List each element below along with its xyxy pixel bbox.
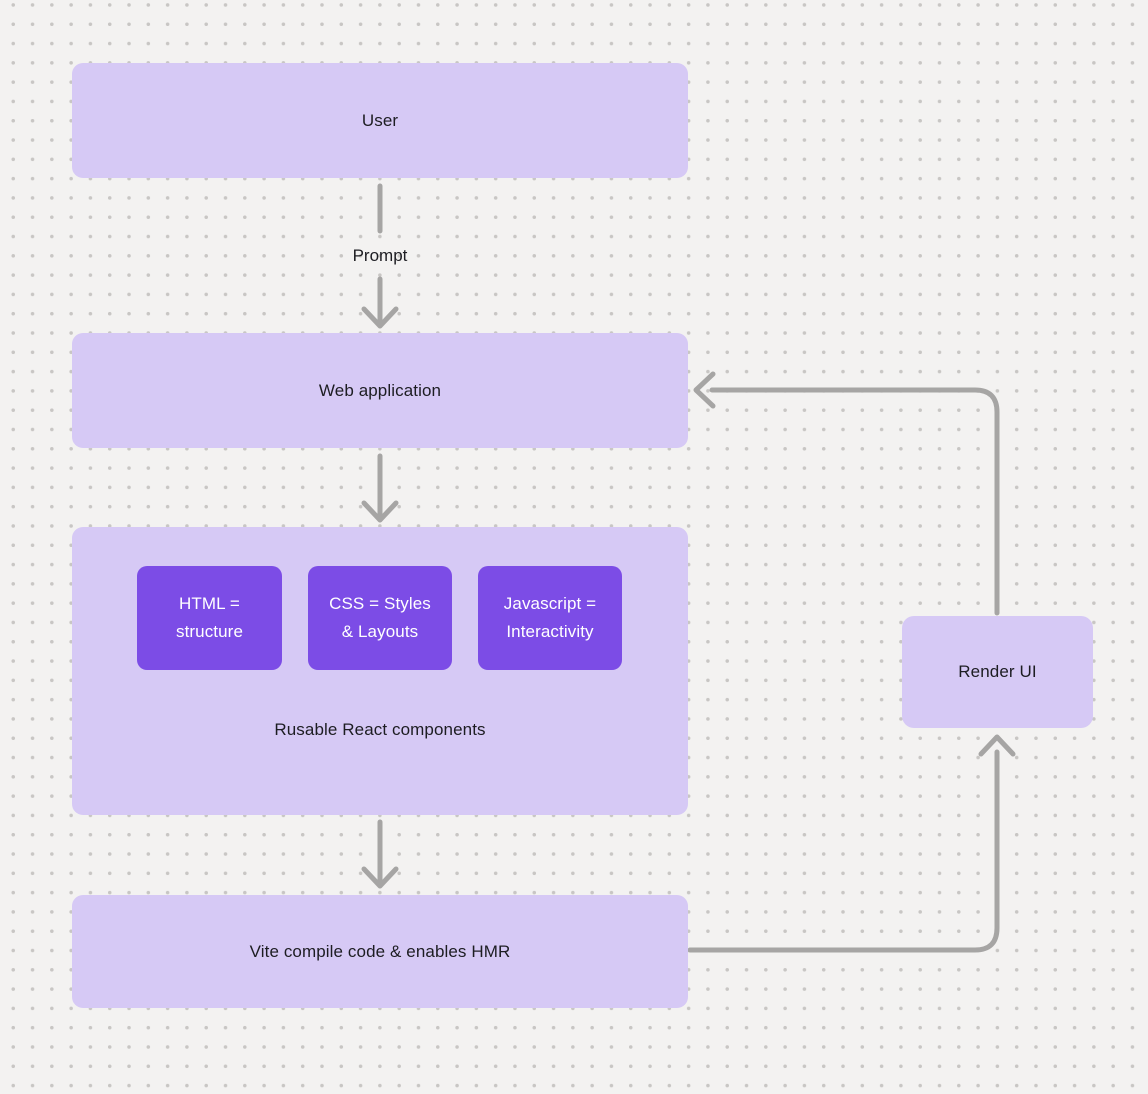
chip-javascript-label: Javascript = Interactivity	[503, 594, 597, 641]
node-web-application-label: Web application	[318, 380, 442, 400]
edge-webapp-to-components-arrowhead	[361, 500, 399, 523]
edge-vite-to-renderui-arrowhead	[978, 734, 1016, 757]
node-vite-label: Vite compile code & enables HMR	[249, 941, 511, 961]
node-components-group-label: Rusable React components	[274, 720, 486, 739]
edge-prompt-label: Prompt	[352, 246, 408, 265]
chip-css-label: CSS = Styles & Layouts	[329, 594, 431, 641]
edge-renderui-to-webapp-stem	[709, 387, 1000, 616]
edge-components-to-vite-arrowhead	[361, 866, 399, 889]
node-user-label: User	[361, 110, 399, 130]
edge-vite-to-renderui-stem	[687, 749, 1000, 953]
node-web-application[interactable]: Web application	[72, 333, 688, 448]
node-user[interactable]: User	[72, 63, 688, 178]
chip-html[interactable]: HTML = structure	[137, 566, 282, 670]
node-components-group[interactable]: HTML = structure CSS = Styles & Layouts …	[72, 527, 688, 815]
edge-renderui-to-webapp-arrowhead	[693, 371, 716, 409]
edge-user-to-webapp-arrowhead	[361, 306, 399, 329]
chip-javascript[interactable]: Javascript = Interactivity	[478, 566, 622, 670]
node-render-ui[interactable]: Render UI	[902, 616, 1093, 728]
node-render-ui-label: Render UI	[958, 662, 1037, 681]
node-vite[interactable]: Vite compile code & enables HMR	[72, 895, 688, 1008]
chip-html-label: HTML = structure	[175, 594, 244, 641]
chip-css[interactable]: CSS = Styles & Layouts	[308, 566, 452, 670]
